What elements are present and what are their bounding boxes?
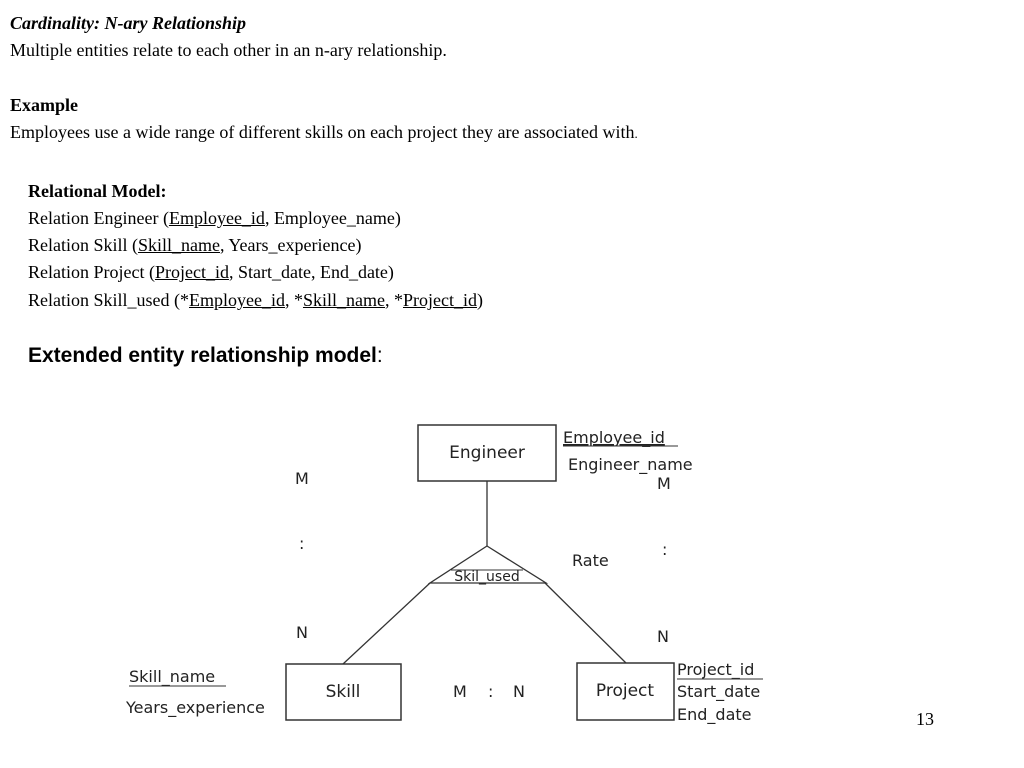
relational-model-heading: Relational Model: <box>28 181 167 201</box>
engineer-entity <box>417 424 557 482</box>
relation-project: Relation Project (Project_id, Start_date… <box>28 262 394 282</box>
slide-title: Cardinality: N-ary Relationship <box>10 13 247 33</box>
skill-used-key-employee: Employee_id <box>189 290 285 310</box>
cardinality-bottom-n: N <box>513 682 525 701</box>
project-primary-key: Project_id <box>154 262 229 282</box>
project-entity <box>576 662 675 721</box>
relationship-label: Skil_used <box>454 569 519 585</box>
attr-years-experience: Years_experience <box>125 698 265 718</box>
page-number: 13 <box>916 709 934 729</box>
project-entity-label: Project <box>596 681 654 701</box>
engineer-entity-label: Engineer <box>449 443 525 463</box>
attr-engineer-name: Engineer_name <box>568 455 693 475</box>
skill-relationship-line <box>342 582 431 665</box>
project-relationship-line <box>544 582 627 664</box>
cardinality-bottom-m: M <box>453 682 467 701</box>
example-heading: Example <box>10 95 79 115</box>
attr-employee-id: Employee_id <box>563 428 665 448</box>
skill-used-relationship <box>427 545 549 584</box>
cardinality-left-m: M <box>295 469 309 488</box>
cardinality-right-colon: : <box>662 540 667 559</box>
attr-end-date: End_date <box>677 705 751 725</box>
attr-skill-name: Skill_name <box>129 667 215 687</box>
cardinality-right-m: M <box>657 474 671 493</box>
engineer-primary-key: Employee_id <box>168 208 265 228</box>
cardinality-left-colon: : <box>299 534 304 553</box>
rate-label: Rate <box>572 551 609 570</box>
relation-skill: Relation Skill (Skill_name, Years_experi… <box>28 235 362 255</box>
cardinality-left-n: N <box>296 623 308 642</box>
relation-engineer: Relation Engineer (Employee_id, Employee… <box>28 208 401 228</box>
cardinality-bottom-colon: : <box>488 682 493 701</box>
skill-used-key-project: Project_id <box>402 290 477 310</box>
relation-skill-used: Relation Skill_used (*Employee_id, *Skil… <box>28 290 483 310</box>
skill-primary-key: Skill_name <box>138 235 220 255</box>
eer-heading: Extended entity relationship model: <box>28 344 383 367</box>
skill-entity <box>285 663 402 721</box>
cardinality-right-n: N <box>657 627 669 646</box>
intro-description: Multiple entities relate to each other i… <box>10 40 447 60</box>
skill-used-key-skill: Skill_name <box>302 290 385 310</box>
skill-entity-label: Skill <box>326 682 361 702</box>
example-text: Employees use a wide range of different … <box>10 122 638 142</box>
attr-project-id: Project_id <box>677 660 754 680</box>
attr-start-date: Start_date <box>677 682 760 702</box>
